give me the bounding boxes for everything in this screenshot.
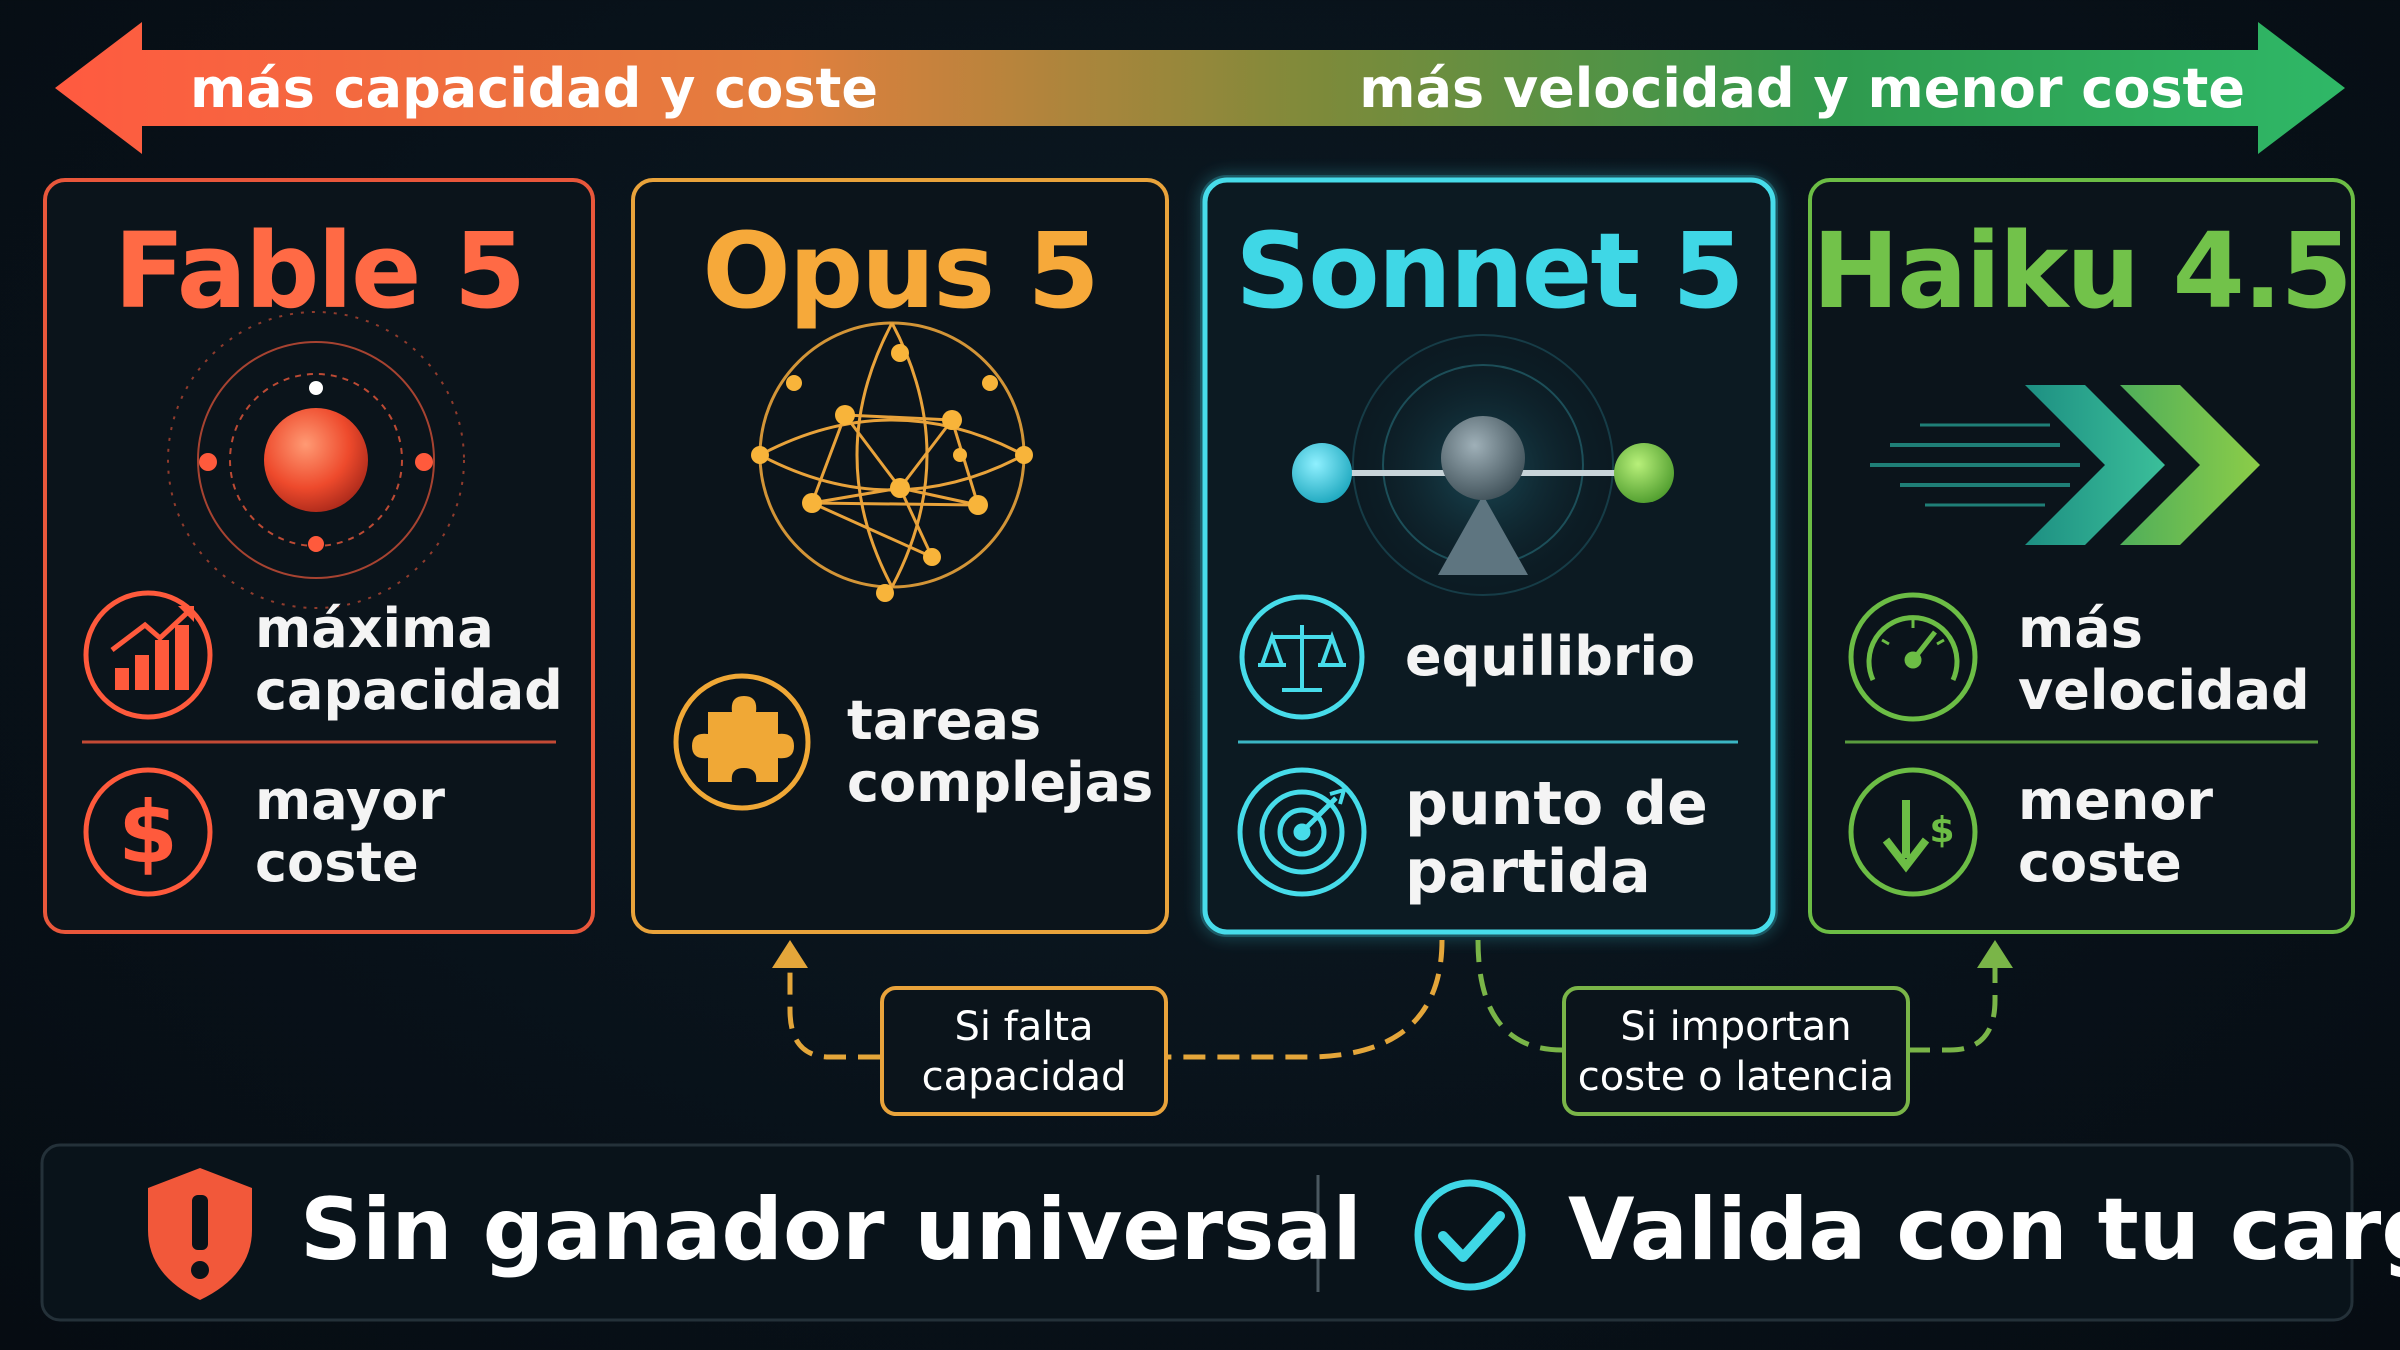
model-name-haiku: Haiku 4.5 <box>1812 210 2353 332</box>
card-haiku-border <box>1808 178 2355 934</box>
svg-text:$: $ <box>118 783 178 883</box>
speedometer-icon <box>1848 592 1978 722</box>
dollar-icon: $ <box>83 767 213 897</box>
balance-scale-icon <box>1239 594 1365 720</box>
downgrade-note-box <box>1562 986 1910 1116</box>
arrow-down-dollar-icon: $ <box>1848 767 1978 897</box>
spectrum-right-label: más velocidad y menor coste <box>1359 57 2245 120</box>
target-icon <box>1237 767 1367 897</box>
puzzle-piece-icon <box>673 673 811 811</box>
model-name-opus: Opus 5 <box>702 210 1099 332</box>
orbit-planet-icon <box>167 311 465 609</box>
warning-shield-icon <box>148 1168 252 1300</box>
downgrade-flow-path <box>1475 939 1563 1053</box>
check-circle-icon <box>1414 1179 1526 1291</box>
model-name-sonnet: Sonnet 5 <box>1235 210 1744 332</box>
footer-validate-text: Valida con tu carga <box>1568 1180 2400 1280</box>
spectrum-left-label: más capacidad y coste <box>190 57 878 120</box>
card-fable-border <box>43 178 595 934</box>
rising-bar-chart-icon <box>83 590 213 720</box>
svg-text:$: $ <box>1929 810 1954 851</box>
fast-chevrons-icon <box>1870 385 2260 545</box>
model-name-fable: Fable 5 <box>113 210 526 332</box>
balance-seesaw-icon <box>1292 330 1674 610</box>
upgrade-flow-path <box>1168 939 1445 1060</box>
upgrade-note-box <box>880 986 1168 1116</box>
footer-no-winner-text: Sin ganador universal <box>300 1180 1362 1280</box>
footer-bar <box>40 1143 2354 1322</box>
feature-sonnet-balance: equilibrio <box>1405 625 1696 688</box>
